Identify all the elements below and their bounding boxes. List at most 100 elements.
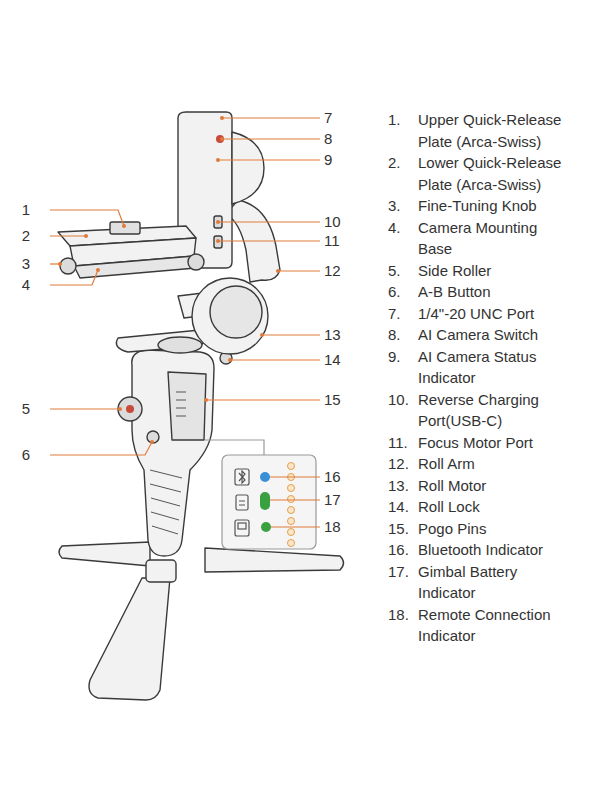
callout-number: 18	[324, 518, 341, 536]
part-name: Upper Quick-Release Plate (Arca-Swiss)	[418, 109, 570, 152]
leader-line	[262, 334, 320, 335]
callout-number: 17	[324, 491, 341, 509]
part-name: Gimbal Battery Indicator	[418, 561, 570, 604]
list-number: 3.	[388, 195, 418, 217]
callout-number: 16	[324, 468, 341, 486]
battery-fill	[239, 501, 245, 505]
status-dot	[288, 496, 295, 503]
part-name: Side Roller	[418, 260, 570, 282]
part-list-row: 1.Upper Quick-Release Plate (Arca-Swiss)	[388, 109, 608, 152]
pan-motor	[158, 337, 202, 353]
pogo-pins	[176, 392, 186, 416]
part-name: AI Camera Switch	[418, 324, 570, 346]
leader-line	[222, 138, 320, 139]
callout-number: 14	[324, 351, 341, 369]
ai-camera-switch	[216, 135, 224, 143]
list-number: 4.	[388, 217, 418, 260]
leader-dot	[96, 268, 100, 272]
part-list-row: 5.Side Roller	[388, 260, 608, 282]
callout-number: 6	[22, 446, 30, 464]
part-list-row: 10.Reverse Charging Port(USB-C)	[388, 389, 608, 432]
leader-line	[50, 408, 120, 409]
part-name: Remote Connection Indicator	[418, 604, 570, 647]
plate-clamp	[110, 222, 140, 234]
leader-line	[270, 499, 320, 500]
handle-body	[132, 350, 214, 556]
roll-motor	[192, 278, 268, 354]
side-roller-hub	[126, 405, 134, 413]
bluetooth-glyph	[239, 471, 245, 483]
list-number: 13.	[388, 475, 418, 497]
handle-panel	[168, 372, 206, 440]
leader-dot	[220, 137, 224, 141]
list-number: 17.	[388, 561, 418, 604]
leader-line	[271, 526, 320, 527]
part-list-row: 15.Pogo Pins	[388, 518, 608, 540]
list-number: 1.	[388, 109, 418, 152]
status-dot	[288, 518, 295, 525]
callout-number: 1	[22, 201, 30, 219]
leader-dot	[122, 224, 126, 228]
side-roller	[118, 397, 142, 421]
callout-number: 8	[324, 130, 332, 148]
bluetooth-led	[260, 472, 270, 482]
part-name: Bluetooth Indicator	[418, 539, 570, 561]
list-number: 11.	[388, 432, 418, 454]
part-list-row: 13.Roll Motor	[388, 475, 608, 497]
status-dot	[288, 529, 295, 536]
part-list-row: 17.Gimbal Battery Indicator	[388, 561, 608, 604]
fine-tuning-knob	[60, 258, 76, 274]
status-dot	[288, 540, 295, 547]
list-number: 5.	[388, 260, 418, 282]
list-number: 2.	[388, 152, 418, 195]
part-list-row: 3.Fine-Tuning Knob	[388, 195, 608, 217]
leader-dot	[220, 116, 224, 120]
leader-line	[50, 235, 86, 236]
part-list-row: 9.AI Camera Status Indicator	[388, 346, 608, 389]
remote-screen	[238, 523, 246, 529]
list-number: 7.	[388, 303, 418, 325]
leader-dot	[216, 220, 220, 224]
status-dot	[288, 485, 295, 492]
roll-motor-cap	[210, 286, 262, 338]
list-number: 14.	[388, 496, 418, 518]
part-name: Lower Quick-Release Plate (Arca-Swiss)	[418, 152, 570, 195]
part-name: AI Camera Status Indicator	[418, 346, 570, 389]
part-list-row: 8.AI Camera Switch	[388, 324, 608, 346]
leader-line	[270, 476, 320, 477]
callout-number: 10	[324, 213, 341, 231]
list-number: 9.	[388, 346, 418, 389]
leader-line	[230, 359, 320, 360]
tripod-leg	[59, 542, 150, 566]
focus-port	[214, 236, 222, 248]
part-name: 1/4"-20 UNC Port	[418, 303, 570, 325]
inset-bracket	[205, 440, 264, 455]
tilt-bracket	[116, 330, 206, 352]
leader-dot	[260, 333, 264, 337]
callout-number: 2	[22, 227, 30, 245]
leader-line	[50, 442, 152, 455]
tripod-leg	[205, 548, 344, 572]
part-name: Roll Arm	[418, 453, 570, 475]
tripod-leg	[89, 578, 170, 700]
leader-line	[222, 117, 320, 118]
mounting-base	[74, 256, 196, 278]
leader-dot	[216, 239, 220, 243]
part-list-row: 12.Roll Arm	[388, 453, 608, 475]
leader-line	[218, 240, 320, 241]
leader-dot	[84, 234, 88, 238]
part-name: Camera Mounting Base	[418, 217, 570, 260]
list-number: 18.	[388, 604, 418, 647]
list-number: 12.	[388, 453, 418, 475]
leader-line	[50, 270, 98, 285]
part-name: Pogo Pins	[418, 518, 570, 540]
leader-line	[218, 159, 320, 160]
status-dot	[288, 463, 295, 470]
list-number: 8.	[388, 324, 418, 346]
callout-number: 13	[324, 326, 341, 344]
leader-dot	[58, 262, 62, 266]
leader-line	[206, 399, 320, 400]
part-list-row: 11.Focus Motor Port	[388, 432, 608, 454]
plate-knob	[188, 254, 204, 270]
leader-dot	[276, 269, 280, 273]
